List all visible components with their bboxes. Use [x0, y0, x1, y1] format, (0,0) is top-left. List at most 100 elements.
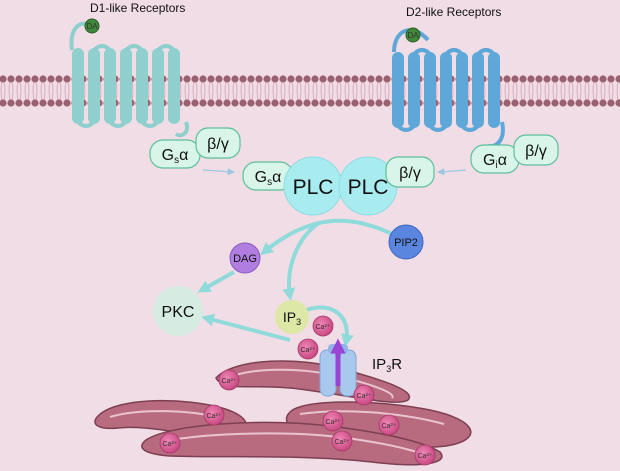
d1-receptor-title: D1-like Receptors: [90, 1, 185, 15]
lipid-tail: [280, 81, 286, 101]
gs-plc-label-main: G: [255, 169, 267, 186]
ip3-label-sub: 3: [296, 317, 301, 327]
lipid-head: [615, 99, 620, 107]
lipid-tail: [64, 81, 70, 101]
lipid-head: [39, 75, 47, 83]
arrow-ip3-to-receptor: [301, 305, 354, 348]
gs-alpha-plc: Gsα: [242, 161, 294, 191]
lipid-tail: [584, 81, 590, 101]
lipid-head: [263, 75, 271, 83]
lipid-head: [311, 75, 319, 83]
dopamine-label-d1: DA: [86, 22, 98, 31]
lipid-head: [47, 75, 55, 83]
lipid-head: [263, 99, 271, 107]
lipid-head: [367, 75, 375, 83]
lipid-tail: [384, 81, 390, 101]
lipid-head: [255, 75, 263, 83]
lipid-head: [367, 99, 375, 107]
transmembrane-helix: [136, 48, 148, 124]
lipid-head: [535, 75, 543, 83]
calcium-ion: Ca²⁺: [297, 338, 319, 360]
transmembrane-helix: [72, 48, 84, 124]
lipid-tail: [200, 81, 206, 101]
transmembrane-helix: [88, 48, 100, 124]
lipid-head: [47, 99, 55, 107]
calcium-ion: Ca²⁺: [353, 384, 375, 406]
lipid-head: [607, 99, 615, 107]
arrow-pip2-to-ip3: [282, 220, 322, 302]
lipid-tail: [24, 81, 30, 101]
lipid-head: [599, 75, 607, 83]
transmembrane-helix: [152, 48, 164, 124]
arrow-pip2-to-dag: [260, 218, 393, 256]
calcium-label: Ca²⁺: [357, 393, 372, 400]
calcium-ion: Ca²⁺: [322, 410, 344, 432]
lipid-tail: [336, 81, 342, 101]
transmembrane-helix: [408, 52, 420, 128]
lipid-head: [0, 99, 7, 107]
d1-receptor: [69, 21, 189, 138]
lipid-tail: [0, 81, 6, 101]
lipid-head: [15, 75, 23, 83]
lipid-head: [215, 75, 223, 83]
calcium-label: Ca²⁺: [316, 324, 331, 331]
lipid-head: [319, 75, 327, 83]
lipid-head: [567, 75, 575, 83]
pkc-node: [153, 286, 203, 336]
calcium-ion: Ca²⁺: [203, 404, 225, 426]
lipid-tail: [304, 81, 310, 101]
lipid-head: [271, 75, 279, 83]
lipid-head: [359, 99, 367, 107]
calcium-label: Ca²⁺: [207, 413, 222, 420]
lipid-head: [511, 75, 519, 83]
lipid-head: [543, 99, 551, 107]
svg-text:Gsα: Gsα: [255, 169, 282, 188]
lipid-head: [207, 75, 215, 83]
lipid-head: [351, 75, 359, 83]
lipid-head: [351, 99, 359, 107]
lipid-head: [247, 75, 255, 83]
lipid-head: [527, 99, 535, 107]
lipid-head: [31, 99, 39, 107]
calcium-ion: Ca²⁺: [312, 315, 334, 337]
lipid-head: [239, 75, 247, 83]
lipid-head: [327, 99, 335, 107]
dopamine-ligand-d1: [84, 18, 100, 34]
lipid-head: [279, 99, 287, 107]
lipid-head: [575, 75, 583, 83]
calcium-label: Ca²⁺: [301, 347, 316, 354]
lipid-head: [559, 99, 567, 107]
lipid-head: [567, 99, 575, 107]
ip3-label-main: IP: [283, 309, 296, 325]
lipid-head: [183, 75, 191, 83]
lipid-tail: [544, 81, 550, 101]
lipid-head: [319, 99, 327, 107]
lipid-head: [63, 75, 71, 83]
pip2-node: [388, 224, 424, 260]
beta-gamma-d2: β/γ: [513, 134, 559, 166]
lipid-head: [607, 75, 615, 83]
lipid-head: [359, 75, 367, 83]
lipid-head: [559, 75, 567, 83]
lipid-tail: [264, 81, 270, 101]
lipid-tail: [328, 81, 334, 101]
lipid-tail: [216, 81, 222, 101]
dopamine-ligand-d2: [405, 27, 421, 43]
lipid-tail: [608, 81, 614, 101]
transmembrane-helix: [472, 52, 484, 128]
lipid-head: [343, 75, 351, 83]
lipid-tail: [512, 81, 518, 101]
lipid-tail: [528, 81, 534, 101]
lipid-tail: [576, 81, 582, 101]
calcium-ion: Ca²⁺: [218, 369, 240, 391]
calcium-ion: Ca²⁺: [331, 430, 353, 452]
d2-receptor: [392, 28, 505, 149]
pkc-label: PKC: [162, 304, 195, 321]
lipid-tail: [224, 81, 230, 101]
gi-label-alpha: α: [498, 152, 507, 169]
lipid-head: [39, 99, 47, 107]
endoplasmic-reticulum: [94, 360, 472, 466]
lipid-head: [287, 75, 295, 83]
lipid-head: [551, 75, 559, 83]
lipid-head: [295, 75, 303, 83]
